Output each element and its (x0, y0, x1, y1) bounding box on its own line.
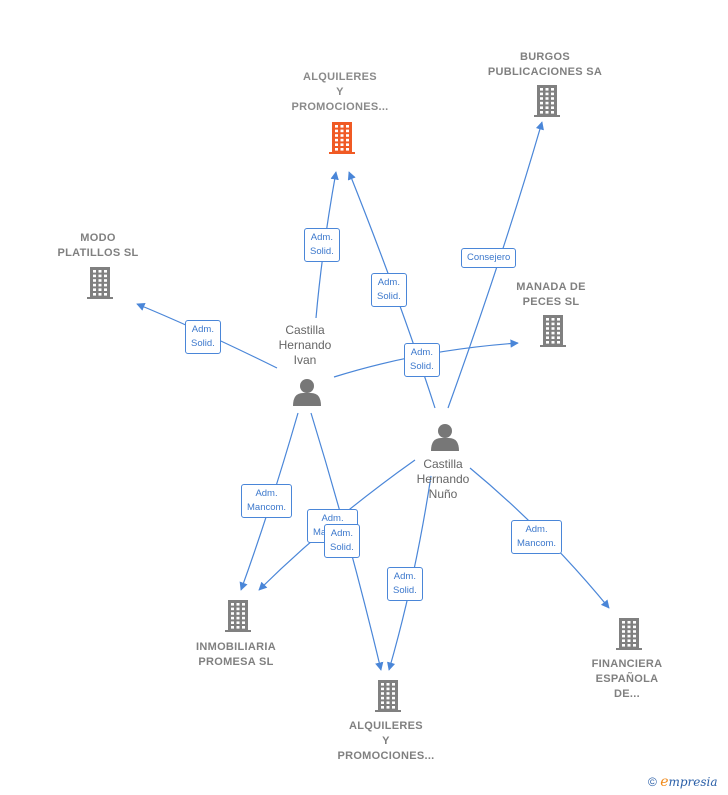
edge-label-line: Solid. (377, 291, 401, 302)
edge-label-line: Adm. (377, 277, 400, 288)
edge-label-ivan-inmob[interactable]: Adm. Mancom. (241, 484, 293, 518)
node-label-line: Y (382, 735, 390, 747)
node-label-line: BURGOS (519, 51, 571, 63)
building-icon-alq-top[interactable] (329, 122, 355, 154)
edge-label-nuno-fin[interactable]: Adm. Mancom. (511, 520, 563, 554)
company-name-manada[interactable]: MANADA DE PECES SL (516, 280, 586, 310)
edge-label-ivan-modo[interactable]: Adm. Solid. (185, 320, 221, 354)
edge-label-line: Mancom. (517, 538, 557, 549)
edge-label-line: Solid. (310, 246, 334, 257)
node-label-line: Castilla (285, 323, 325, 337)
node-label-line: FINANCIERA (591, 658, 663, 670)
company-name-inmob[interactable]: INMOBILIARIA PROMESA SL (196, 640, 276, 670)
edge-label-ivan-manada[interactable]: Adm. Solid. (404, 343, 440, 377)
edge-label-line: Adm. (393, 571, 416, 582)
node-label-line: PROMESA SL (198, 656, 274, 668)
node-label-line: ALQUILERES (349, 720, 423, 732)
node-label-line: Castilla (423, 457, 463, 471)
node-label-line: Nuño (428, 487, 458, 501)
brand-logo: empresia (660, 774, 718, 790)
company-name-modo[interactable]: MODO PLATILLOS SL (57, 231, 138, 261)
node-label-line: PROMOCIONES... (291, 101, 389, 113)
person-icon-ivan[interactable] (293, 379, 321, 406)
edge-label-line: Solid. (410, 361, 434, 372)
node-label-line: Ivan (293, 353, 317, 367)
node-label-line: Hernando (278, 338, 332, 352)
building-icon-alq-bot[interactable] (375, 680, 401, 712)
company-name-financiera[interactable]: FINANCIERA ESPAÑOLA DE... (592, 657, 663, 702)
node-label-line: MANADA DE (516, 281, 586, 293)
node-label-line: ALQUILERES (303, 71, 377, 83)
building-icon-inmob[interactable] (225, 600, 251, 632)
node-label-line: INMOBILIARIA (196, 641, 276, 653)
building-icon-burgos[interactable] (534, 85, 560, 117)
edge-label-line: Adm. (191, 324, 214, 335)
edge-label-line: Consejero (467, 252, 511, 263)
node-label-line: MODO (80, 232, 116, 244)
edge-label-line: Adm. (410, 347, 433, 358)
node-label-line: Y (336, 86, 344, 98)
edge-label-line: Adm. (310, 232, 333, 243)
edge-label-line: Mancom. (247, 502, 287, 513)
edge-label-line: Solid. (330, 542, 354, 553)
node-label-line: PUBLICACIONES SA (487, 66, 603, 78)
edge-label-nuno-burgos[interactable]: Consejero (461, 248, 517, 268)
copyright-symbol: © (648, 775, 657, 789)
node-label-line: DE... (614, 688, 640, 700)
edge-label-ivan-alqtop[interactable]: Adm. Solid. (304, 228, 340, 262)
edge-label-nuno-alqtop[interactable]: Adm. Solid. (371, 273, 407, 307)
person-icon-nuno[interactable] (431, 424, 459, 451)
edge-label-line: Adm. (525, 524, 548, 535)
footer-brand[interactable]: © empresia (648, 774, 718, 790)
building-icon-modo[interactable] (87, 267, 113, 299)
company-name-burgos[interactable]: BURGOS PUBLICACIONES SA (488, 50, 602, 80)
node-label-line: PROMOCIONES... (337, 750, 435, 762)
company-name-alq-top[interactable]: ALQUILERES Y PROMOCIONES... (291, 70, 388, 115)
edge-label-line: Adm. (330, 528, 353, 539)
edge-label-line: Solid. (191, 338, 215, 349)
edge-label-line: Adm. (321, 513, 344, 524)
edge-label-nuno-alqbot[interactable]: Adm. Solid. (387, 567, 423, 601)
edge-label-ivan-alqbot[interactable]: Adm. Solid. (324, 524, 360, 558)
edge-label-line: Adm. (255, 488, 278, 499)
company-name-alq-bot[interactable]: ALQUILERES Y PROMOCIONES... (337, 719, 434, 764)
building-icon-manada[interactable] (540, 315, 566, 347)
node-label-line: PLATILLOS SL (57, 247, 139, 259)
building-icon-financiera[interactable] (616, 618, 642, 650)
node-label-line: Hernando (416, 472, 470, 486)
edge-label-line: Solid. (393, 585, 417, 596)
node-label-line: ESPAÑOLA (595, 673, 659, 685)
node-label-line: PECES SL (522, 296, 580, 308)
